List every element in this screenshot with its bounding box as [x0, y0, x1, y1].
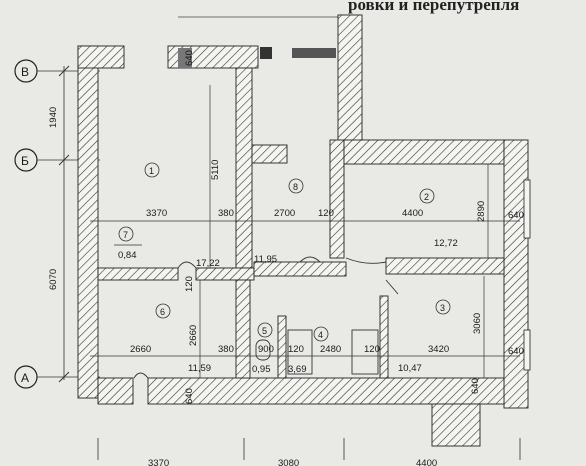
dim-left-top: 1940: [48, 107, 59, 128]
left-dimension-line: 1940 6070: [48, 65, 70, 383]
dimension-lines: [90, 85, 520, 378]
dim-text: 2660: [188, 325, 199, 346]
bathtub-icon: [351, 329, 379, 375]
vent-block: [260, 47, 272, 59]
axis-markers: В Б А: [14, 59, 100, 389]
dimension-text: 3370 380 2700 120 4400 640 2660 380 900 …: [130, 50, 524, 466]
dim-text: 120: [288, 344, 304, 355]
walls: [77, 14, 529, 447]
room-area: 12,72: [434, 238, 458, 249]
window: [523, 179, 531, 239]
vent-block: [178, 48, 192, 68]
bathtub-icon: [287, 329, 313, 375]
bottom-ticks: [97, 438, 521, 460]
axis-label-a: А: [21, 371, 29, 385]
dim-text: 900: [258, 344, 274, 355]
room-number: 3: [440, 303, 445, 313]
dim-text: 4400: [416, 458, 437, 466]
dim-text: 2480: [320, 344, 341, 355]
dim-text: 3370: [148, 458, 169, 466]
dim-text: 120: [364, 344, 380, 355]
room-area: 17,22: [196, 258, 220, 269]
dim-text: 380: [218, 344, 234, 355]
room-number: 4: [318, 330, 323, 340]
dim-text: 3060: [472, 313, 483, 334]
dim-text: 640: [470, 378, 481, 394]
dim-text: 640: [184, 388, 195, 404]
room-number: 6: [160, 307, 165, 317]
room-area: 0,95: [252, 364, 271, 375]
room-number: 8: [293, 182, 298, 192]
room-area: 0,84: [118, 250, 137, 261]
room-number: 1: [149, 166, 154, 176]
dim-text: 120: [184, 276, 195, 292]
axis-label-b: Б: [21, 154, 29, 168]
room-labels: 1 17,22 2 12,72 3 10,47 4 3,69 5 0,95 6 …: [114, 162, 458, 375]
dim-text: 640: [508, 346, 524, 357]
dim-text: 4400: [402, 208, 423, 219]
dim-text: 2890: [476, 201, 487, 222]
room-area: 10,47: [398, 363, 422, 374]
room-area: 11,95: [254, 254, 277, 265]
dim-text: 120: [318, 208, 334, 219]
dim-text: 640: [184, 50, 195, 66]
dim-text: 2700: [274, 208, 295, 219]
axis-label-v: В: [21, 65, 29, 79]
dim-text: 3080: [278, 458, 299, 466]
dim-text: 3420: [428, 344, 449, 355]
dim-left-bottom: 6070: [48, 269, 59, 290]
header-title: ровки и перепутрепля: [348, 0, 519, 14]
doors: [133, 256, 399, 379]
dim-text: 5110: [210, 160, 221, 180]
dim-text: 2660: [130, 344, 151, 355]
room-area: 11,59: [188, 363, 211, 374]
shaft-outline: [178, 16, 341, 48]
room-area: 3,69: [288, 364, 307, 375]
window: [523, 329, 531, 371]
room-number: 5: [262, 326, 267, 336]
toilet-icon: [255, 339, 271, 361]
room-number: 7: [123, 230, 128, 240]
dim-text: 3370: [146, 208, 167, 219]
dim-text: 640: [508, 210, 524, 221]
vent-block: [292, 48, 336, 58]
dim-text: 380: [218, 208, 234, 219]
room-number: 2: [424, 192, 429, 202]
